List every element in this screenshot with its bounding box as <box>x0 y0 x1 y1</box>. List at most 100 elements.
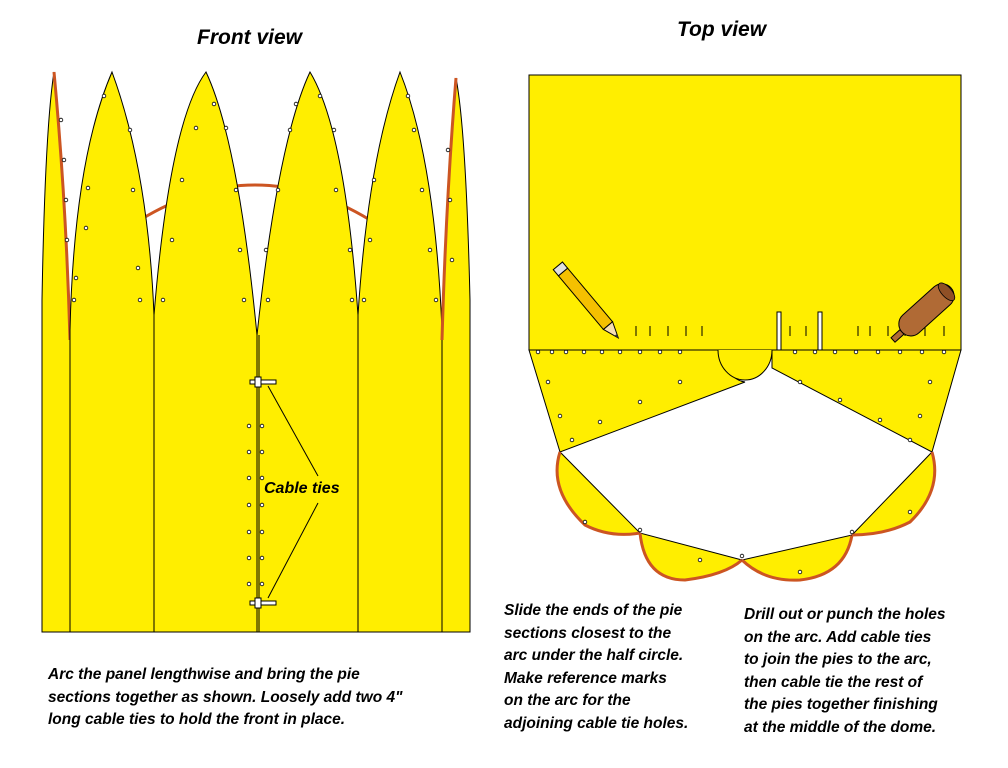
top-view <box>528 74 962 582</box>
top-pie-left <box>528 349 746 453</box>
top-view-title: Top view <box>677 18 767 41</box>
hole <box>907 437 913 443</box>
front-view-caption: Arc the panel lengthwise and bring the p… <box>48 666 403 728</box>
hole <box>101 93 107 99</box>
hole <box>246 449 252 455</box>
hole <box>246 529 252 535</box>
hole <box>169 237 175 243</box>
front-panel-5 <box>357 70 443 633</box>
hole <box>233 187 239 193</box>
hole <box>246 475 252 481</box>
front-edge-outer-left <box>52 71 72 341</box>
hole <box>275 187 281 193</box>
hole <box>237 247 243 253</box>
hole <box>85 185 91 191</box>
hole <box>812 349 818 355</box>
hole <box>545 379 551 385</box>
hole <box>411 127 417 133</box>
hole <box>569 437 575 443</box>
hole <box>259 529 265 535</box>
hole <box>259 475 265 481</box>
hole <box>349 297 355 303</box>
hole <box>347 247 353 253</box>
top-pie-scallop-4 <box>850 451 936 536</box>
hole <box>246 423 252 429</box>
callout-line-upper <box>267 385 319 477</box>
hole <box>792 349 798 355</box>
hole <box>697 557 703 563</box>
top-view-caption-right: Drill out or punch the holes on the arc.… <box>744 606 946 736</box>
front-view <box>41 70 471 633</box>
hole <box>853 349 859 355</box>
hole <box>427 247 433 253</box>
hole <box>265 297 271 303</box>
hole <box>259 555 265 561</box>
hole <box>563 349 569 355</box>
hole <box>246 555 252 561</box>
hole <box>919 349 925 355</box>
hole <box>907 509 913 515</box>
hole <box>127 127 133 133</box>
hole <box>535 349 541 355</box>
hole <box>637 527 643 533</box>
hole <box>135 265 141 271</box>
hole <box>657 349 663 355</box>
hole <box>259 423 265 429</box>
hole <box>259 581 265 587</box>
front-panel-outer-left <box>41 71 71 633</box>
pencil-icon <box>552 261 620 339</box>
hole <box>875 349 881 355</box>
hole <box>61 157 67 163</box>
hole <box>877 417 883 423</box>
hole <box>837 397 843 403</box>
hole <box>58 117 64 123</box>
hole <box>447 197 453 203</box>
front-view-title: Front view <box>197 26 303 49</box>
hole <box>449 257 455 263</box>
hole <box>797 379 803 385</box>
callout-line-lower <box>267 502 319 599</box>
hole <box>211 101 217 107</box>
top-pie-right <box>771 349 962 453</box>
top-pie-scallop-1 <box>556 451 642 535</box>
hole <box>445 147 451 153</box>
hole <box>246 502 252 508</box>
hole <box>581 349 587 355</box>
cable-ties-label: Cable ties <box>264 480 340 497</box>
hole <box>637 349 643 355</box>
hole <box>241 297 247 303</box>
rolling-pin-icon <box>890 282 956 343</box>
hole <box>193 125 199 131</box>
front-edge-outer-right <box>440 77 458 341</box>
top-pie-scallop-2 <box>639 532 744 581</box>
hole <box>927 379 933 385</box>
hole <box>259 502 265 508</box>
hole <box>160 297 166 303</box>
hole <box>83 225 89 231</box>
hole <box>259 449 265 455</box>
hole <box>71 297 77 303</box>
top-half-circle <box>717 349 773 381</box>
hole <box>333 187 339 193</box>
hole <box>130 187 136 193</box>
hole <box>405 93 411 99</box>
hole <box>331 127 337 133</box>
hole <box>287 127 293 133</box>
hole <box>917 413 923 419</box>
hole <box>179 177 185 183</box>
hole <box>582 519 588 525</box>
hole <box>897 349 903 355</box>
front-panel-4 <box>256 70 359 633</box>
hole <box>317 93 323 99</box>
hole <box>677 379 683 385</box>
hole <box>599 349 605 355</box>
hole <box>223 125 229 131</box>
hole <box>849 529 855 535</box>
front-holes <box>58 93 455 587</box>
top-panel-rect <box>528 74 962 351</box>
top-view-caption-left: Slide the ends of the pie sections close… <box>504 602 689 732</box>
hole <box>637 399 643 405</box>
hole <box>293 101 299 107</box>
hole <box>419 187 425 193</box>
